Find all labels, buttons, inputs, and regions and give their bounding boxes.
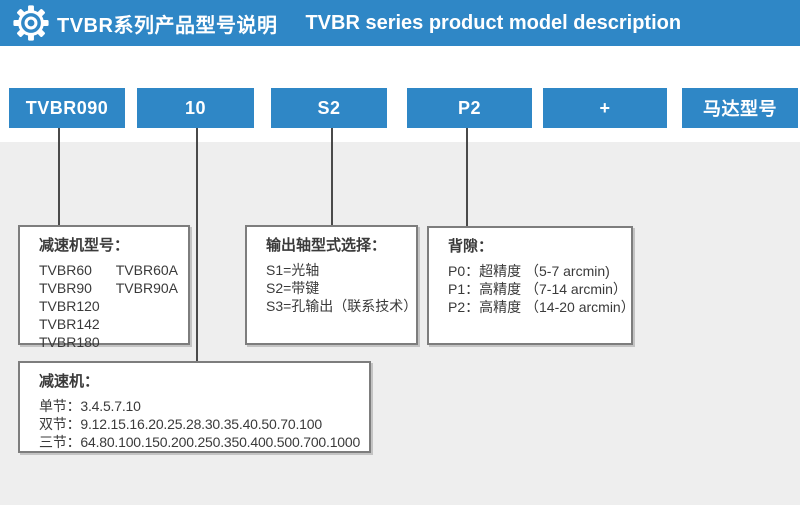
gear-icon	[13, 5, 49, 41]
model-cell: TVBR120	[39, 298, 100, 314]
header-bar: TVBR系列产品型号说明 TVBR series product model d…	[0, 0, 800, 46]
model-segment-plus: +	[543, 88, 667, 128]
model-segment-gearbox-model: TVBR090	[9, 88, 125, 128]
table-row: TVBR60 TVBR60A	[39, 261, 178, 279]
info-box-output-shaft: 输出轴型式选择： S1=光轴 S2=带键 S3=孔输出（联系技术）	[245, 225, 418, 345]
connector-line-ratio	[196, 128, 198, 361]
model-cell: TVBR180	[39, 334, 100, 350]
model-segment-motor-model: 马达型号	[682, 88, 798, 128]
model-segment-ratio: 10	[137, 88, 254, 128]
info-box-ratio: 减速机： 单节：3.4.5.7.10 双节：9.12.15.16.20.25.2…	[18, 361, 371, 453]
table-row: TVBR180	[39, 333, 178, 351]
list-item: 双节：9.12.15.16.20.25.28.30.35.40.50.70.10…	[39, 416, 322, 432]
table-row: TVBR120	[39, 297, 178, 315]
model-cell: TVBR142	[39, 316, 100, 332]
model-cell: TVBR90A	[115, 280, 178, 296]
list-item: 单节：3.4.5.7.10	[39, 398, 141, 414]
info-box-backlash: 背隙： P0：超精度 （5-7 arcmin) P1：高精度 （7-14 arc…	[427, 226, 635, 345]
box-heading: 减速机型号：	[39, 237, 130, 254]
box-heading: 输出轴型式选择：	[266, 237, 387, 254]
list-item: 三节：64.80.100.150.200.250.350.400.500.700…	[39, 434, 361, 450]
model-segment-backlash: P2	[407, 88, 532, 128]
list-item: P2：高精度 （14-20 arcmin）	[448, 299, 635, 315]
info-box-gearbox-model: 减速机型号： TVBR60 TVBR60A TVBR90 TVBR90A TVB…	[18, 225, 190, 350]
model-segment-shaft-type: S2	[271, 88, 387, 128]
table-row: TVBR90 TVBR90A	[39, 279, 178, 297]
connector-line-gearbox-model	[58, 128, 60, 225]
connector-line-backlash	[466, 128, 468, 226]
connector-line-shaft-type	[331, 128, 333, 225]
page-title-zh: TVBR系列产品型号说明	[57, 14, 278, 37]
page-title-en: TVBR series product model description	[305, 11, 682, 34]
box-heading: 背隙：	[448, 238, 494, 255]
list-item: P0：超精度 （5-7 arcmin)	[448, 263, 610, 279]
table-row: TVBR142	[39, 315, 178, 333]
model-cell: TVBR60	[39, 262, 92, 278]
list-item: S1=光轴	[266, 262, 320, 278]
model-cell: TVBR90	[39, 280, 92, 296]
model-cell: TVBR60A	[115, 262, 178, 278]
list-item: S3=孔输出（联系技术）	[266, 298, 418, 314]
list-item: P1：高精度 （7-14 arcmin）	[448, 281, 627, 297]
list-item: S2=带键	[266, 280, 320, 296]
box-heading: 减速机：	[39, 373, 100, 390]
